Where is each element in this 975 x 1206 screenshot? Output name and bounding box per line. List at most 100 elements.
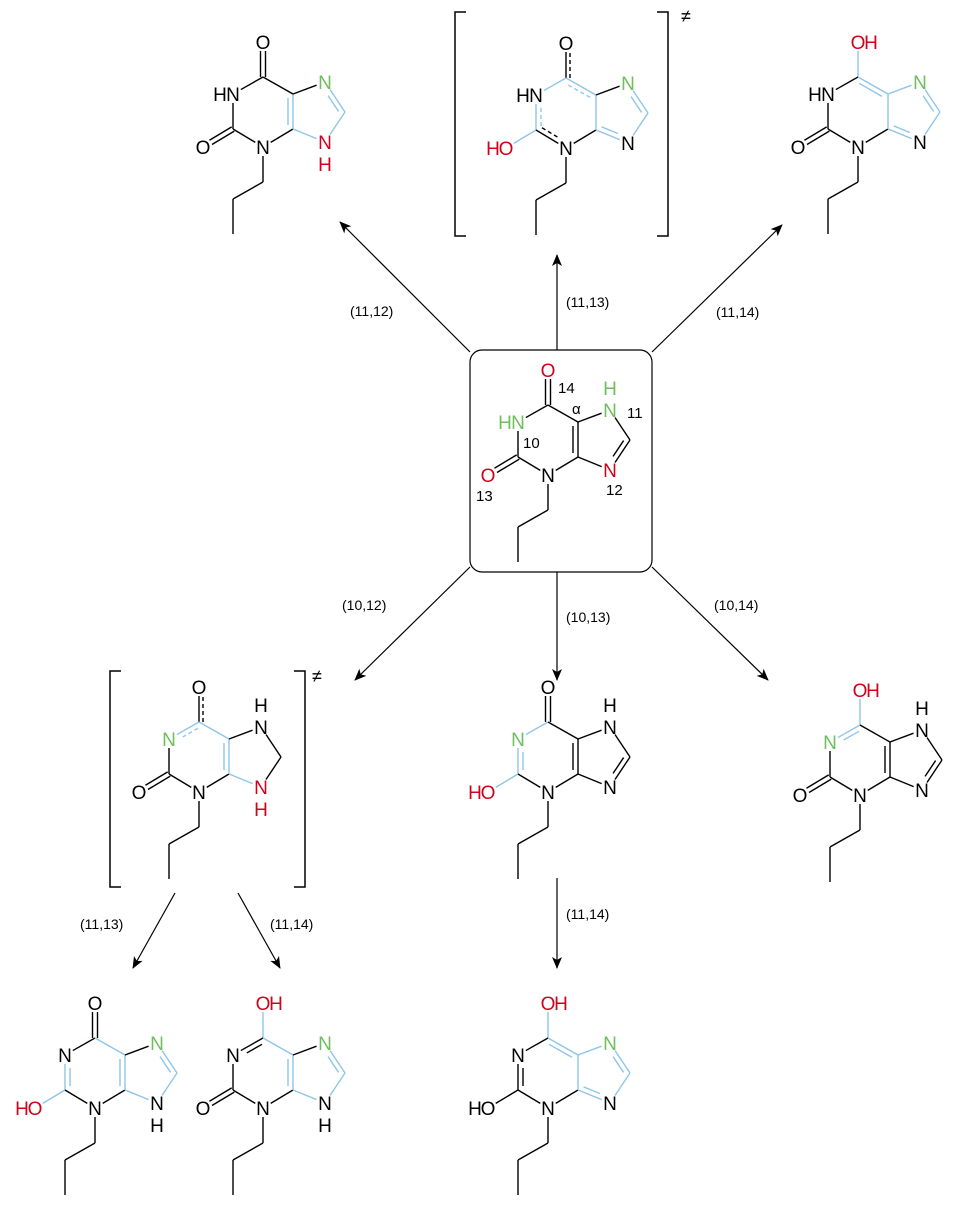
atom-O2: O [791, 138, 806, 159]
atom-label: N [621, 74, 635, 95]
hydrogen-label: H [468, 1099, 482, 1120]
reaction-arrow-a1112 [339, 221, 471, 353]
bond-C6-N1 [525, 721, 549, 736]
atom-label: N [621, 134, 635, 155]
atom-label: N [603, 1094, 617, 1115]
atom-N9: N [915, 781, 929, 802]
reaction-arrow-a1014 [651, 566, 769, 681]
bond-C2-O2 [209, 126, 235, 146]
atom-N3: N [541, 1099, 555, 1120]
atom-label: O [132, 783, 147, 804]
bond-C2-N3 [232, 128, 256, 143]
atom-label: O [481, 783, 496, 804]
bond-C2-N3 [232, 1089, 256, 1104]
atom-N9: N [603, 778, 617, 799]
bond-P1-P2 [232, 181, 264, 200]
atom-N7: N [318, 73, 332, 94]
atom-label: N [318, 133, 332, 154]
atom-label: N [150, 1034, 164, 1055]
atom-O6: O [256, 33, 271, 54]
atom-N1: N [823, 733, 837, 754]
bond-N9-C4 [595, 126, 620, 141]
atom-O2: O [793, 786, 808, 807]
bond-C2-O2 [804, 126, 830, 146]
bond-C5-N7 [292, 1045, 317, 1056]
atom-N1: NH [498, 413, 525, 434]
bond-N7-C8 [926, 737, 943, 761]
bond-N3-C4 [206, 773, 230, 788]
arrow-label-a1113: (11,13) [566, 294, 609, 310]
bond-N1-C2 [64, 1064, 71, 1090]
atom-O6: O [88, 994, 103, 1015]
bond-N7-C8 [327, 1050, 346, 1074]
atom-O2: OH [468, 783, 495, 804]
bond-P1-P2 [517, 1142, 549, 1161]
bond-C5-N7 [124, 1045, 149, 1056]
atom-label: O [541, 678, 556, 699]
atom-label: N [913, 73, 927, 94]
bond-N9-C4 [577, 773, 602, 785]
atom-label: N [851, 138, 865, 159]
atom-N9: N [913, 133, 927, 154]
bond-C5-N7 [228, 729, 253, 740]
atom-N7: NH [603, 696, 617, 739]
atom-label: O [256, 994, 271, 1015]
bond-N7-C8 [630, 90, 649, 114]
atom-label: N [603, 461, 617, 482]
bond-C8-N9 [614, 1072, 631, 1096]
reaction-arrow-a1012 [354, 566, 471, 681]
bond-C6-O6 [544, 379, 552, 405]
atom-label: N [541, 783, 555, 804]
bond-C8-N9 [265, 756, 282, 780]
bond-C2-N3 [168, 773, 192, 788]
atom-label: N [162, 730, 176, 751]
atom-O6: O [192, 678, 207, 699]
bond-N7-C8 [612, 1050, 631, 1074]
bond-C2-O2 [145, 771, 171, 791]
bond-C4-C5 [287, 1055, 294, 1090]
bond-C6-N1 [835, 76, 859, 91]
atom-O6: O [541, 678, 556, 699]
atom-label: N [915, 781, 929, 802]
bond-C5-C6 [859, 724, 891, 743]
atom-N9: NH [150, 1094, 164, 1137]
bond-C6-N1 [525, 404, 549, 419]
bond-N7-C8 [265, 734, 282, 758]
atom-label: N [318, 1034, 332, 1055]
atom-label: N [603, 1034, 617, 1055]
reactant-box [469, 349, 653, 573]
atom-label: N [511, 413, 525, 434]
hydrogen-label: H [468, 783, 482, 804]
bond-N1-C2 [517, 1064, 524, 1090]
bond-N3-C4 [270, 1089, 294, 1104]
atom-N7: N [603, 1034, 617, 1055]
atom-N9: NH [254, 778, 268, 821]
atom-N3: N [853, 786, 867, 807]
bond-C4-C5 [572, 422, 579, 457]
atom-label: N [254, 778, 268, 799]
atom-N9: N [603, 461, 617, 482]
arrow-label-c1114: (11,14) [566, 906, 609, 922]
arrow-label-a1014: (10,14) [714, 597, 758, 613]
atom-label: O [192, 678, 207, 699]
atom-label: N [603, 401, 617, 422]
bond-C5-N7 [292, 84, 317, 95]
bond-C4-C5 [884, 742, 891, 777]
bond-P1-P2 [517, 826, 549, 845]
hydrogen-label: H [516, 86, 530, 107]
hydrogen-label: H [150, 1116, 164, 1137]
arrow-label-b1114: (11,14) [270, 916, 313, 932]
bond-N3-C4 [270, 128, 294, 143]
atom-label: O [541, 361, 556, 382]
atom-O2: O [132, 783, 147, 804]
bond-N7-C8 [614, 417, 631, 441]
atom-label: N [318, 1094, 332, 1115]
bond-C6-O6 [198, 696, 204, 722]
bond-N9-C4 [228, 773, 253, 785]
bond-N9-C4 [577, 456, 602, 468]
